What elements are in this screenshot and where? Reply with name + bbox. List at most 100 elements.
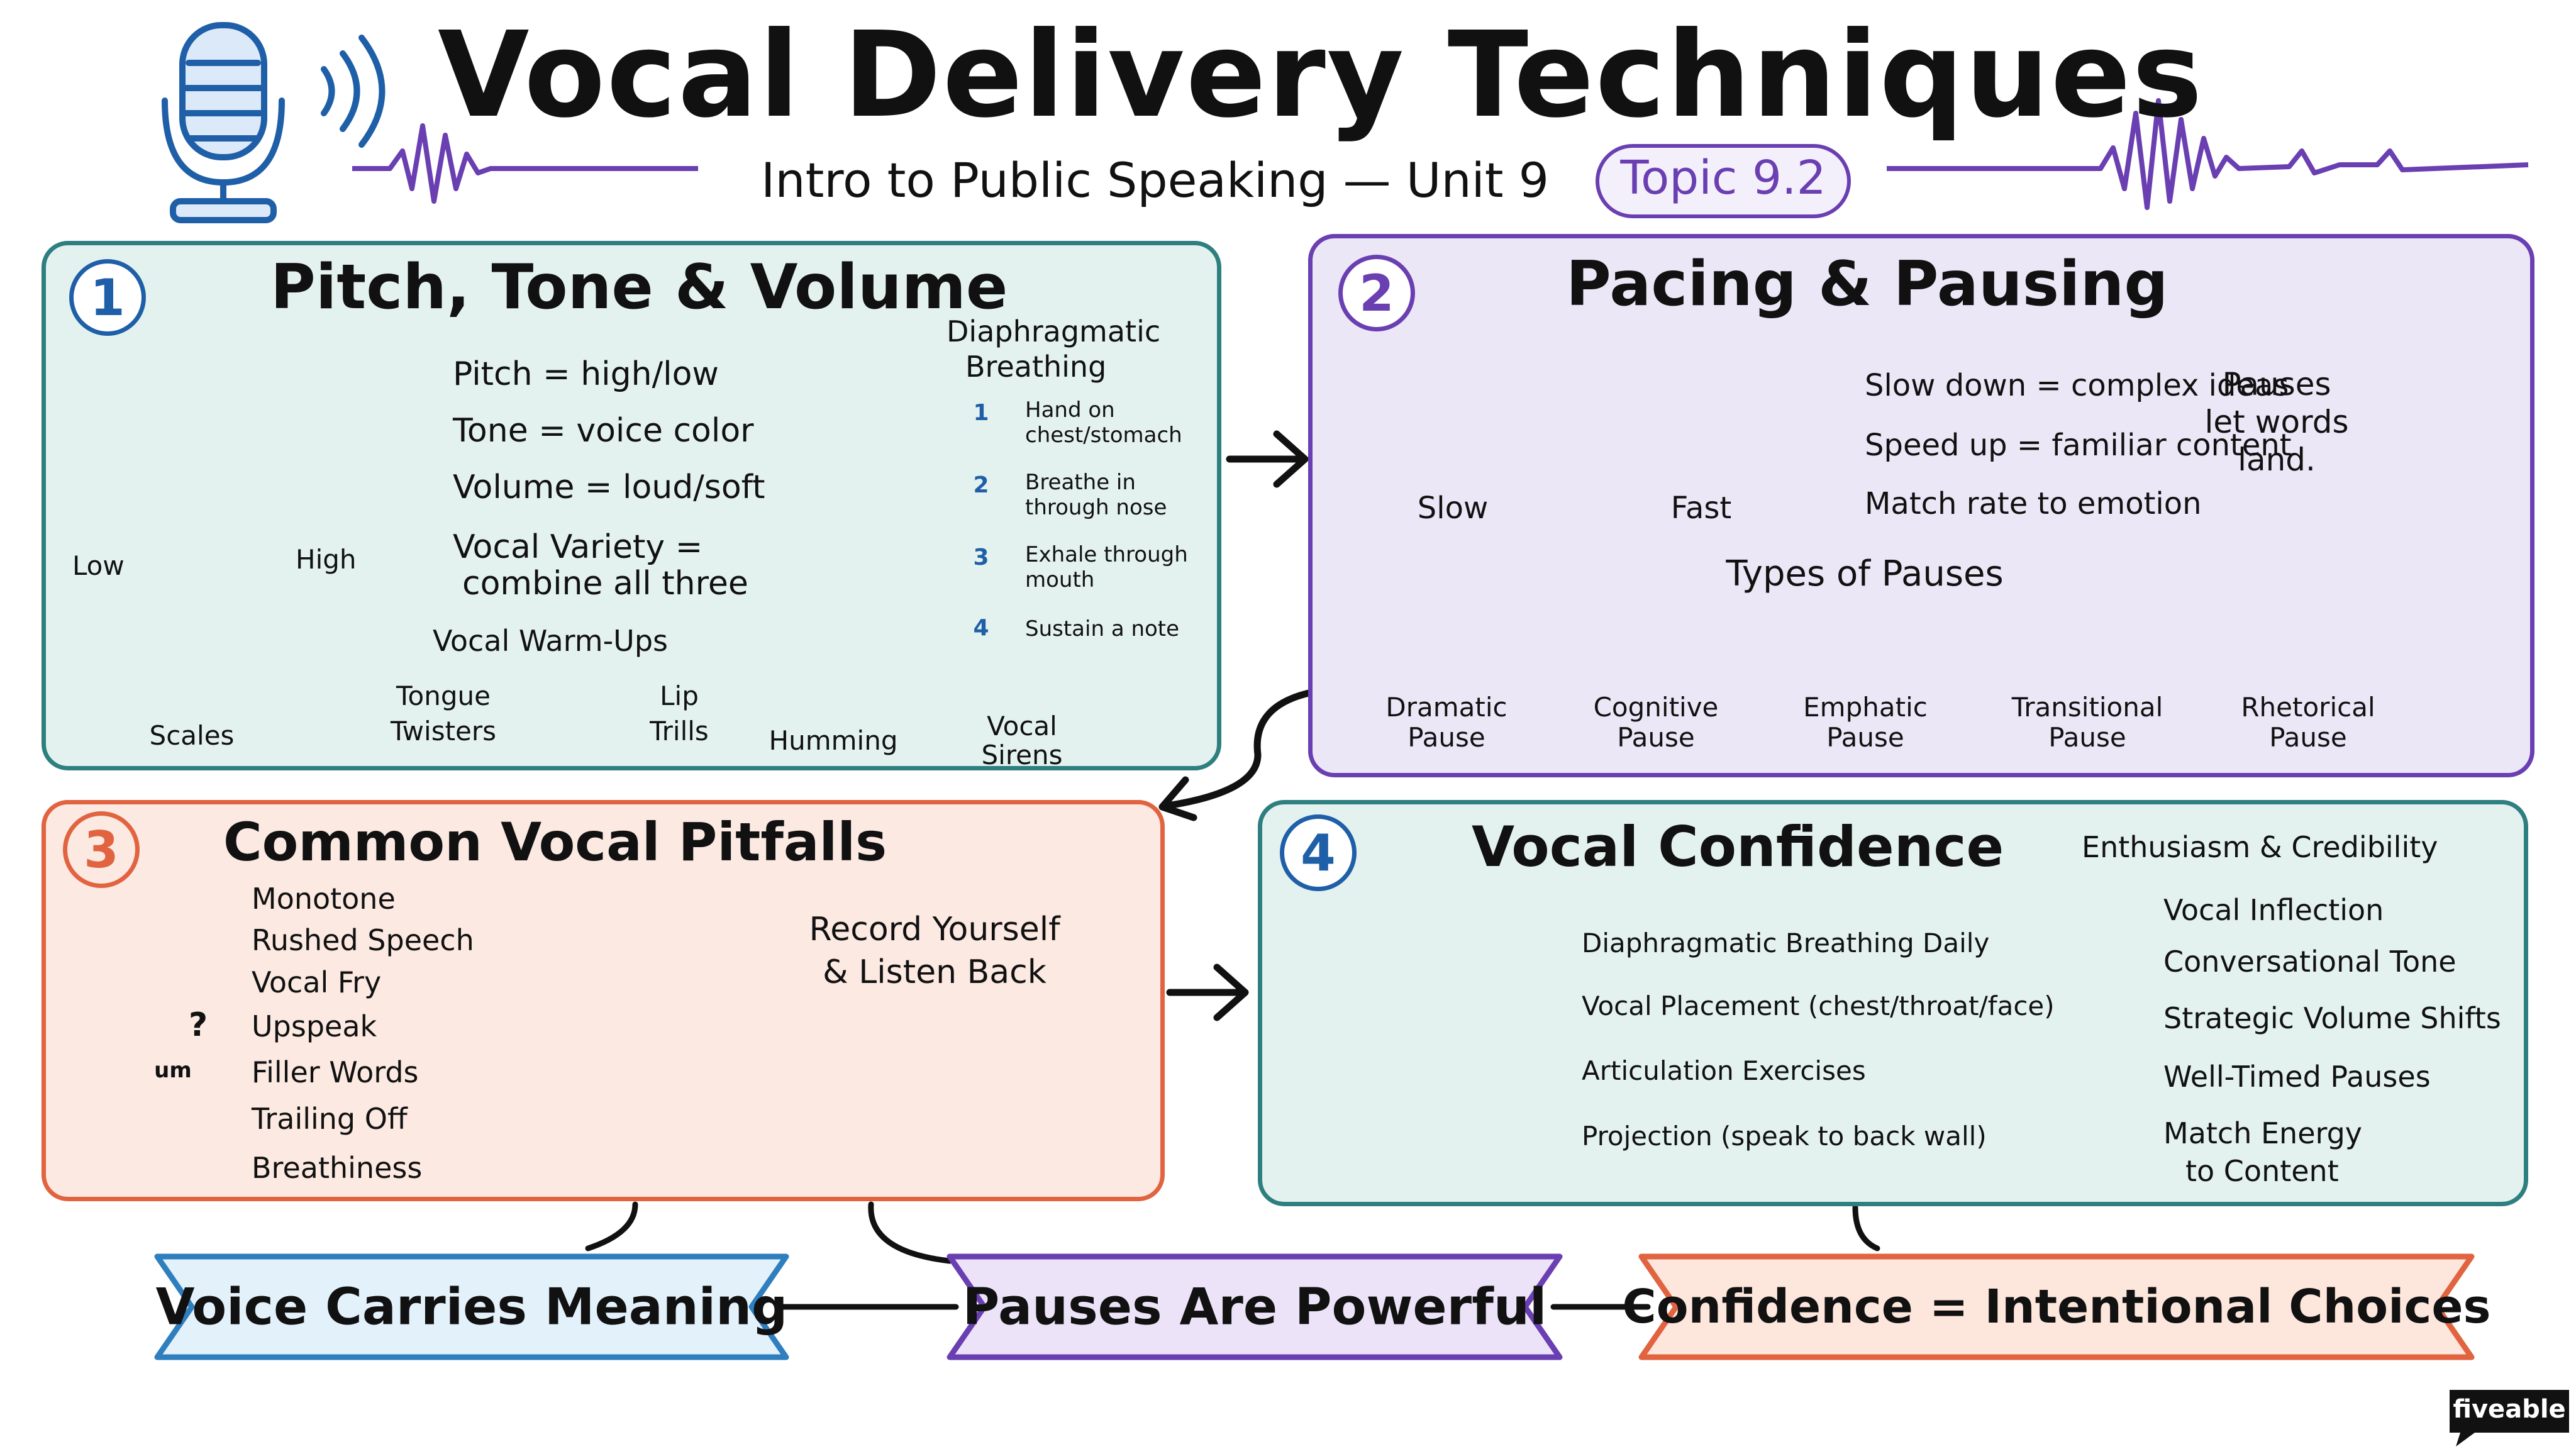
- breathing-step-4-number: 4: [973, 615, 989, 641]
- pacing-bullet-3: Match rate to emotion: [1865, 486, 2202, 521]
- pitfall-breathiness: Breathiness: [252, 1151, 423, 1185]
- banner-confidence: Confidence = Intentional Choices: [1622, 1280, 2491, 1334]
- bubble-line1: Pauses: [2222, 366, 2331, 402]
- pitch-item: Pitch = high/low: [453, 355, 719, 393]
- fiveable-logo: fiveable: [2453, 1395, 2566, 1424]
- pause-transitional-line2: Pause: [2048, 722, 2126, 753]
- breathing-title-line2: Breathing: [965, 350, 1107, 384]
- pacing-bullet-2: Speed up = familiar content: [1865, 428, 2292, 463]
- breathing-step-1-line1: Hand on: [1025, 397, 1115, 423]
- filler-um-label: um: [154, 1058, 192, 1083]
- breathing-step-2-number: 2: [973, 472, 989, 498]
- warmup-scales: Scales: [149, 720, 235, 751]
- banner-connectors: [585, 1201, 1880, 1310]
- vocal-variety-item-line2: combine all three: [462, 565, 748, 602]
- breathing-step-3-number: 3: [973, 545, 989, 570]
- warmup-sirens-line1: Vocal: [987, 711, 1057, 741]
- warmup-lip-line2: Trills: [650, 716, 709, 747]
- pitfall-trailing-off: Trailing Off: [252, 1102, 408, 1136]
- panel-1-title: Pitch, Tone & Volume: [270, 252, 1008, 323]
- record-line2: & Listen Back: [823, 953, 1046, 991]
- pauses-title: Types of Pauses: [1726, 553, 2004, 594]
- right-sound-wave: [1887, 98, 2529, 210]
- warmups-title: Vocal Warm-Ups: [433, 624, 668, 658]
- page-title: Vocal Delivery Techniques: [438, 6, 2204, 144]
- panel-vocal-confidence: [1258, 800, 2528, 1206]
- arrow-3-to-4: [1166, 963, 1249, 1021]
- pitfall-vocal-fry: Vocal Fry: [252, 965, 382, 999]
- panel-4-title: Vocal Confidence: [1472, 814, 2004, 879]
- breathing-title-line1: Diaphragmatic: [947, 314, 1161, 348]
- outcomes-title: Enthusiasm & Credibility: [2082, 830, 2438, 864]
- breathing-step-3-line2: mouth: [1025, 567, 1095, 592]
- outcome-match-energy-line2: to Content: [2185, 1154, 2339, 1188]
- panel-2-number: 2: [1338, 255, 1415, 331]
- banner-ribbon-voice: [154, 1253, 789, 1360]
- warmup-sirens-line2: Sirens: [981, 740, 1063, 770]
- warmup-humming: Humming: [769, 725, 898, 756]
- bubble-line3: land.: [2238, 441, 2316, 478]
- breathing-step-1-number: 1: [973, 400, 989, 426]
- vocal-variety-item-line1: Vocal Variety =: [453, 528, 703, 566]
- topic-badge: [1596, 144, 1851, 218]
- pitfall-monotone: Monotone: [252, 882, 396, 916]
- outcome-inflection: Vocal Inflection: [2163, 893, 2384, 927]
- pause-cognitive-line2: Pause: [1617, 722, 1695, 753]
- outcome-volume-shifts: Strategic Volume Shifts: [2163, 1001, 2501, 1035]
- tone-item: Tone = voice color: [453, 412, 754, 450]
- banner-ribbon-confidence: [1638, 1253, 2475, 1360]
- warmup-lip-line1: Lip: [660, 680, 699, 711]
- pitfall-filler-words: Filler Words: [252, 1055, 419, 1089]
- pause-rhetorical-line2: Pause: [2269, 722, 2347, 753]
- practice-articulation: Articulation Exercises: [1582, 1055, 1866, 1086]
- outcome-conversational-tone: Conversational Tone: [2163, 945, 2457, 979]
- arrow-1-to-2: [1226, 430, 1309, 488]
- practice-projection: Projection (speak to back wall): [1582, 1121, 1987, 1152]
- outcome-timed-pauses: Well-Timed Pauses: [2163, 1060, 2431, 1094]
- page-subtitle: Intro to Public Speaking — Unit 9: [761, 152, 1550, 208]
- panel-3-number: 3: [63, 811, 140, 888]
- banner-ribbon-pauses: [947, 1253, 1563, 1360]
- dial-low-label: Low: [72, 550, 125, 581]
- upspeak-question-mark: ?: [189, 1006, 208, 1044]
- microphone-icon: [162, 22, 386, 223]
- panel-1-number: 1: [69, 259, 146, 336]
- warmup-tongue-line2: Twisters: [390, 716, 497, 747]
- breathing-step-2-line2: through nose: [1025, 495, 1167, 520]
- pitfall-rushed-speech: Rushed Speech: [252, 923, 474, 957]
- breathing-step-3-line1: Exhale through: [1025, 542, 1188, 567]
- practice-breathing: Diaphragmatic Breathing Daily: [1582, 928, 1990, 958]
- panel-pacing-pausing: [1308, 234, 2534, 777]
- volume-item: Volume = loud/soft: [453, 469, 765, 506]
- logo-badge: [2450, 1390, 2569, 1446]
- pause-dramatic-line2: Pause: [1407, 722, 1485, 753]
- practice-placement: Vocal Placement (chest/throat/face): [1582, 991, 2055, 1021]
- left-sound-wave: [352, 123, 698, 204]
- panel-4-number: 4: [1280, 814, 1357, 891]
- pacing-bullet-1: Slow down = complex ideas: [1865, 368, 2289, 403]
- pause-dramatic-line1: Dramatic: [1385, 692, 1507, 723]
- banner-pauses-are-powerful: Pauses Are Powerful: [962, 1277, 1547, 1336]
- panel-pitch-tone-volume: [42, 241, 1221, 770]
- topic-badge-label: Topic 9.2: [1620, 151, 1826, 205]
- banner-voice-carries-meaning: Voice Carries Meaning: [155, 1277, 788, 1336]
- pause-emphatic-line1: Emphatic: [1803, 692, 1928, 723]
- panel-3-title: Common Vocal Pitfalls: [223, 811, 887, 873]
- panel-vocal-pitfalls: [42, 800, 1165, 1201]
- panel-2-title: Pacing & Pausing: [1566, 248, 2168, 320]
- bubble-line2: let words: [2204, 404, 2349, 440]
- pause-cognitive-line1: Cognitive: [1593, 692, 1719, 723]
- breathing-step-1-line2: chest/stomach: [1025, 423, 1182, 448]
- breathing-step-2-line1: Breathe in: [1025, 470, 1136, 495]
- warmup-tongue-line1: Tongue: [396, 680, 491, 711]
- slow-label: Slow: [1417, 491, 1489, 526]
- pause-rhetorical-line1: Rhetorical: [2241, 692, 2375, 723]
- breathing-step-4-line1: Sustain a note: [1025, 616, 1180, 641]
- pause-transitional-line1: Transitional: [2011, 692, 2163, 723]
- pause-emphatic-line2: Pause: [1826, 722, 1904, 753]
- dial-high-label: High: [296, 544, 357, 575]
- fast-label: Fast: [1670, 491, 1732, 526]
- pitfall-upspeak: Upspeak: [252, 1009, 377, 1043]
- record-line1: Record Yourself: [809, 911, 1060, 948]
- arrow-2-to-3: [1158, 688, 1318, 821]
